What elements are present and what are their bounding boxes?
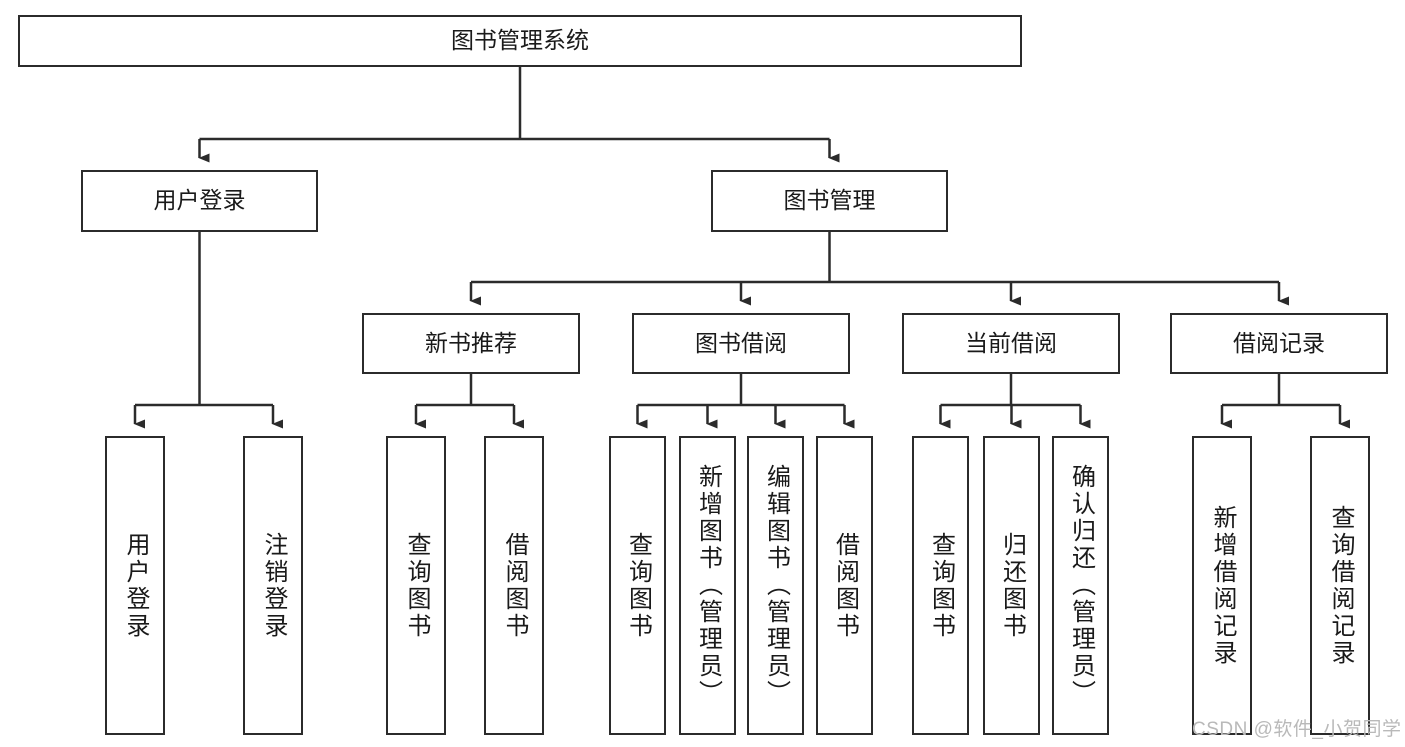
- node-label: 确认归还（管理员）: [1067, 464, 1095, 707]
- node-leaf-cu-return[interactable]: 归还图书: [983, 436, 1040, 735]
- node-label: 借阅记录: [1233, 329, 1325, 356]
- node-records[interactable]: 借阅记录: [1170, 313, 1388, 374]
- node-label: 当前借阅: [965, 329, 1057, 356]
- node-label: 查询图书: [403, 531, 430, 640]
- node-leaf-bo-borrow[interactable]: 借阅图书: [816, 436, 873, 735]
- node-label: 查询图书: [624, 531, 652, 640]
- node-root[interactable]: 图书管理系统: [18, 15, 1022, 67]
- node-borrow[interactable]: 图书借阅: [632, 313, 850, 374]
- node-label: 借阅图书: [831, 531, 859, 640]
- node-bookmgmt[interactable]: 图书管理: [711, 170, 948, 232]
- node-leaf-user-logout[interactable]: 注销登录: [243, 436, 303, 735]
- node-leaf-nb-query[interactable]: 查询图书: [386, 436, 446, 735]
- node-login[interactable]: 用户登录: [81, 170, 318, 232]
- node-label: 图书借阅: [695, 329, 787, 356]
- node-label: 新增借阅记录: [1209, 504, 1236, 667]
- node-label: 查询图书: [927, 531, 955, 640]
- node-label: 新书推荐: [425, 329, 517, 356]
- node-label: 图书管理: [783, 187, 876, 214]
- node-leaf-re-add[interactable]: 新增借阅记录: [1192, 436, 1252, 735]
- node-label: 新增图书（管理员）: [694, 464, 722, 707]
- node-leaf-nb-borrow[interactable]: 借阅图书: [484, 436, 544, 735]
- node-label: 查询借阅记录: [1327, 504, 1354, 667]
- node-newbook[interactable]: 新书推荐: [362, 313, 580, 374]
- node-label: 借阅图书: [501, 531, 528, 640]
- node-leaf-cu-query[interactable]: 查询图书: [912, 436, 969, 735]
- node-leaf-user-login[interactable]: 用户登录: [105, 436, 165, 735]
- node-label: 用户登录: [153, 187, 246, 214]
- node-label: 用户登录: [122, 531, 149, 640]
- node-leaf-bo-edit[interactable]: 编辑图书（管理员）: [747, 436, 804, 735]
- node-leaf-bo-query[interactable]: 查询图书: [609, 436, 666, 735]
- watermark-csdn: CSDN @软件_小贺同学: [1192, 719, 1402, 740]
- node-label: 图书管理系统: [451, 27, 589, 54]
- node-leaf-re-query[interactable]: 查询借阅记录: [1310, 436, 1370, 735]
- node-leaf-bo-add[interactable]: 新增图书（管理员）: [679, 436, 736, 735]
- node-current[interactable]: 当前借阅: [902, 313, 1120, 374]
- node-label: 编辑图书（管理员）: [762, 464, 790, 707]
- node-leaf-cu-confirm[interactable]: 确认归还（管理员）: [1052, 436, 1109, 735]
- node-label: 注销登录: [260, 531, 287, 640]
- node-label: 归还图书: [998, 531, 1026, 640]
